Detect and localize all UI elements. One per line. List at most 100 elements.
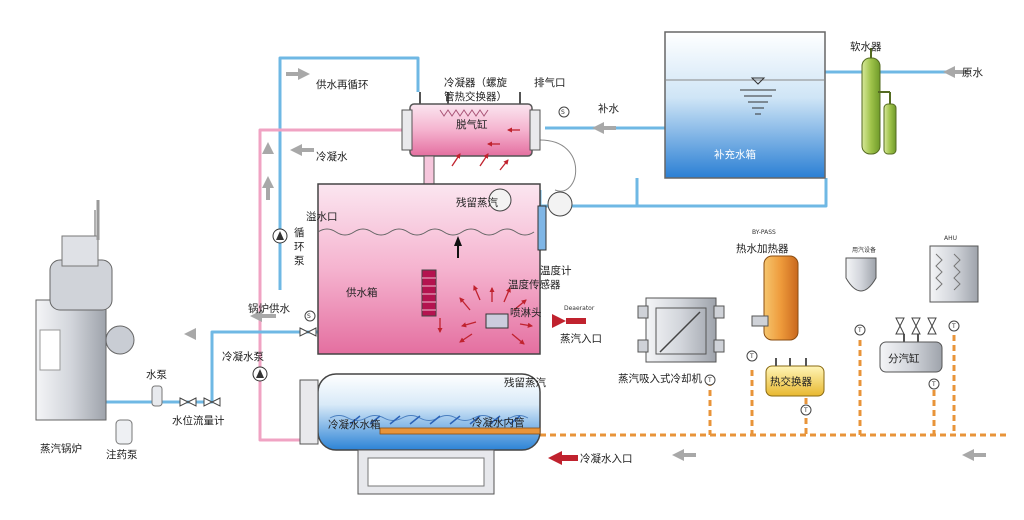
supply-water-tank (317, 183, 573, 355)
raw-water-label: 原水 (962, 67, 983, 79)
hot-water-heater (751, 255, 799, 341)
air-handling-unit (929, 245, 979, 303)
pipe-network (68, 56, 1010, 442)
condenser-label-line1: 冷凝器（螺旋 (444, 76, 507, 89)
ahu-tag-label: AHU (944, 235, 957, 242)
condenser-label-line2: 管热交换器） (444, 90, 507, 103)
boiler-feed-label: 锅炉供水 (248, 302, 290, 315)
supply-recirculation-label: 供水再循环 (316, 78, 369, 91)
supply-recirculation-pipe (278, 56, 420, 290)
deaerator-tag-label: Deaerator (564, 305, 595, 312)
arrow-up-left (262, 176, 274, 200)
unit-heater (845, 257, 877, 292)
trap-t-4 (854, 324, 866, 336)
steam-header-label: 分汽缸 (888, 352, 920, 365)
trap-t-label-4: T (857, 327, 862, 334)
solenoid-valve-2 (304, 310, 316, 322)
steam-flow-arrows (437, 127, 534, 345)
spray-head-label: 喷淋头 (510, 306, 542, 319)
residual-steam-2-label: 残留蒸汽 (504, 376, 546, 389)
makeup-water-tank: 补充水箱 (664, 31, 826, 179)
spray-head (485, 313, 509, 329)
circulation-pump (272, 228, 288, 244)
condensate-water-surface (329, 415, 529, 421)
condensate-pump (252, 366, 268, 382)
absorption-chiller-label: 蒸汽吸入式冷却机 (618, 372, 702, 385)
circulation-pump-label-1: 循 (294, 226, 305, 239)
absorption-chiller (637, 297, 725, 363)
heat-exchanger (765, 358, 825, 397)
hot-water-heater-label: 热水加热器 (736, 242, 789, 255)
makeup-tank-label: 补充水箱 (714, 148, 756, 161)
condensate-inner-pipe-label: 冷凝水内管 (472, 416, 525, 429)
makeup-tank-return-pipe (538, 178, 828, 208)
solenoid-valves (304, 106, 570, 322)
condensate-tank-label: 冷凝水水箱 (328, 418, 381, 431)
water-pump (151, 385, 163, 407)
header-valves (895, 317, 937, 335)
trap-t-label-1: T (707, 377, 712, 384)
flow-arrows (184, 66, 986, 461)
arrow-return-1 (672, 449, 696, 461)
feed-valves (179, 327, 317, 407)
level-meter-label: 水位流量计 (172, 414, 225, 427)
dosing-pump (115, 419, 133, 445)
trap-t-2 (746, 350, 758, 362)
trap-t-label-3: T (803, 407, 808, 414)
water-level-icon (740, 77, 776, 115)
condensate-pump-label: 冷凝水泵 (222, 350, 264, 363)
steam-inlet-arrow (552, 314, 586, 328)
arrow-boiler-left (184, 328, 196, 340)
dosing-pump-label: 注药泵 (106, 448, 138, 461)
deaerator-cylinder-label: 脱气缸 (456, 118, 488, 131)
valve-c2-label: S (307, 313, 311, 320)
overflow-label: 溢水口 (306, 210, 338, 223)
residual-steam-label: 残留蒸汽 (456, 196, 498, 209)
valve-c1-label: S (561, 109, 565, 116)
arrow-raw-water (943, 66, 968, 78)
steam-boiler-label: 蒸汽锅炉 (40, 442, 82, 455)
trap-t-3 (800, 404, 812, 416)
vent-loop-pipe (539, 139, 577, 192)
pressure-gauge (488, 188, 512, 212)
arrow-condensate (290, 144, 314, 156)
condensate-tank (299, 373, 541, 495)
temperature-sensor-label: 温度传感器 (508, 278, 561, 291)
pressure-gauge-2 (547, 191, 573, 217)
trap-t-label-6: T (951, 323, 956, 330)
trap-t-label-5: T (931, 381, 936, 388)
trap-t-5 (928, 378, 940, 390)
condensate-label: 冷凝水 (316, 150, 348, 163)
condensate-flow-arrows (349, 415, 521, 425)
condensate-inlet-arrow (548, 451, 578, 465)
supply-water-surface (317, 228, 535, 236)
heat-exchanger-label: 热交换器 (770, 375, 812, 388)
arrow-recirc (286, 68, 310, 80)
arrow-makeup-water (592, 122, 616, 134)
solenoid-valve-1 (558, 106, 570, 118)
steam-up-arrow (454, 236, 462, 258)
steam-traps (704, 320, 960, 416)
softener-label: 软水器 (850, 40, 882, 53)
trap-t-6 (948, 320, 960, 332)
steam-inlet-label: 蒸汽入口 (560, 332, 602, 345)
arrow-boiler-feed (250, 310, 276, 322)
circulation-pump-label-2: 环 (294, 241, 305, 253)
water-softener (861, 48, 897, 155)
unit-tag-label: 用汽设备 (852, 246, 876, 254)
trap-t-1 (704, 374, 716, 386)
arrow-return-2 (962, 449, 986, 461)
vent-outlet-label: 排气口 (534, 76, 566, 89)
arrow-up-right (262, 142, 274, 154)
water-pump-label: 水泵 (146, 369, 167, 381)
bypass-tag-label: BY-PASS (752, 229, 776, 236)
deaerator-cylinder (401, 92, 541, 157)
condenser-coil (439, 109, 489, 117)
temperature-gauge-label: 温度计 (540, 264, 572, 277)
perforated-distributor (421, 269, 437, 317)
condensate-return-pipe (258, 128, 430, 442)
steam-header (879, 334, 943, 373)
softener-to-tank-pipe (818, 70, 862, 90)
supply-tank-label: 供水箱 (346, 286, 378, 299)
